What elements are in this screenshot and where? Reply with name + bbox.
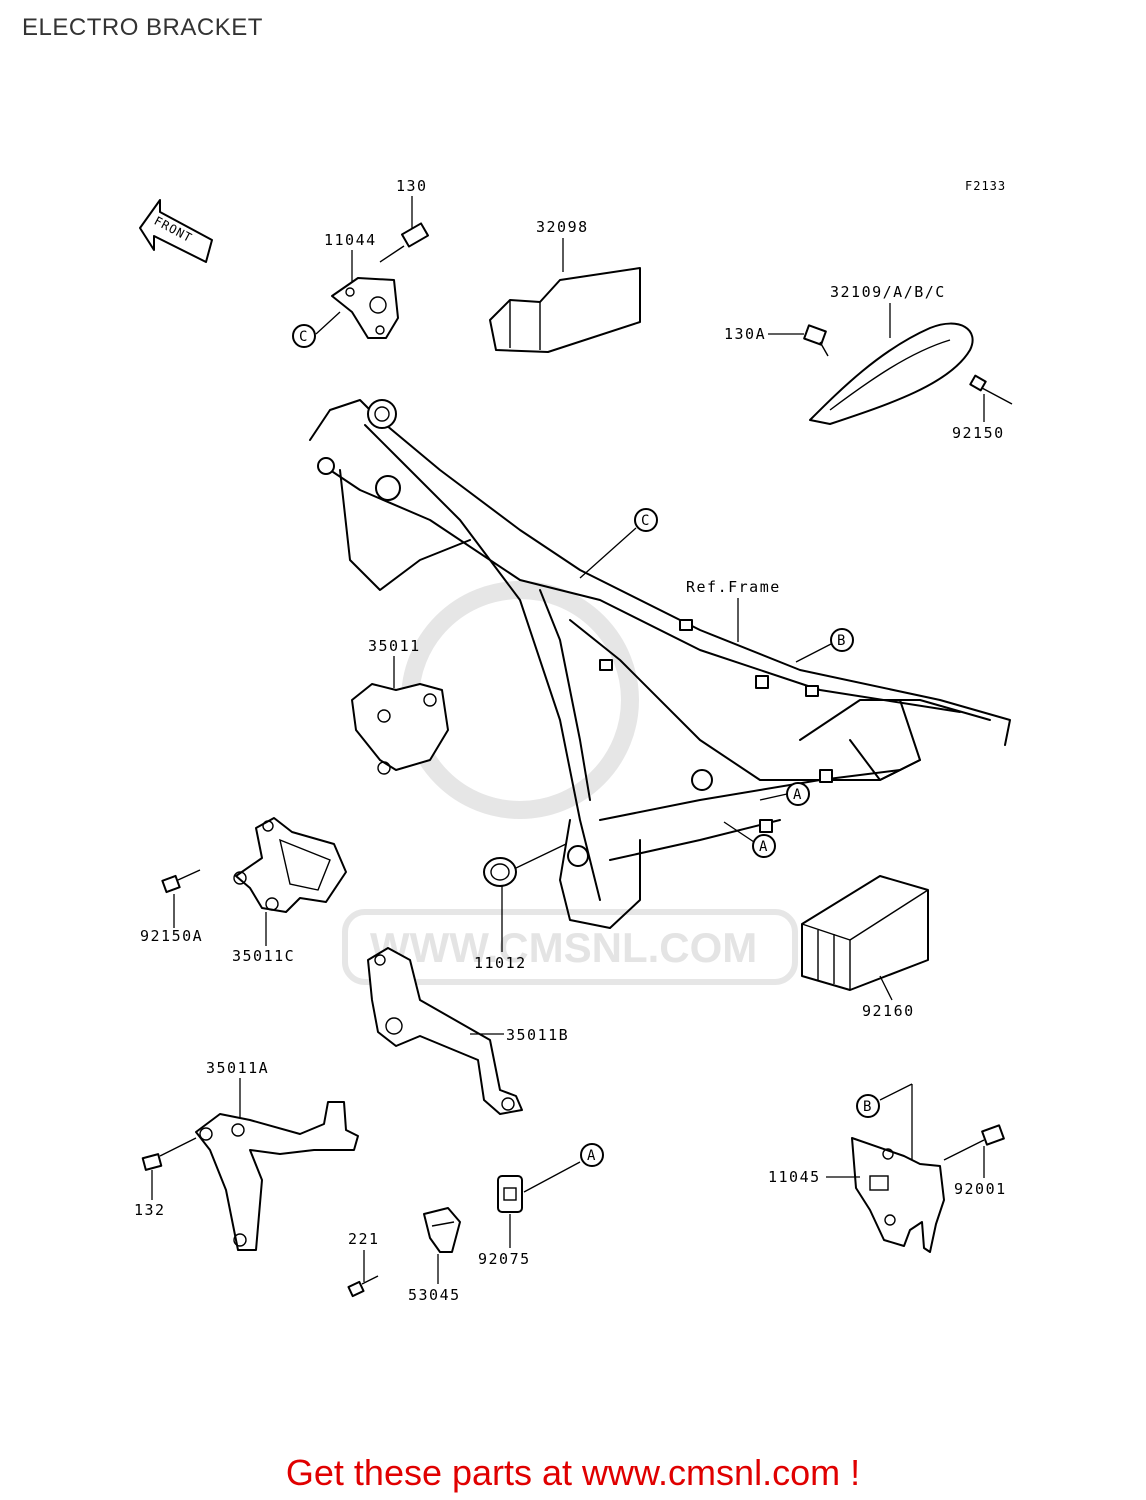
main-frame-icon	[309, 399, 1011, 929]
part-92075-clip-icon	[497, 1175, 523, 1213]
label-92001: 92001	[954, 1180, 1007, 1198]
svg-text:C: C	[641, 513, 649, 529]
part-132-bolt-icon	[141, 1137, 197, 1171]
label-130A: 130A	[724, 325, 766, 343]
svg-text:A: A	[587, 1148, 596, 1164]
footer-link[interactable]: Get these parts at www.cmsnl.com !	[285, 1452, 861, 1493]
callout-c-1: C	[292, 324, 316, 348]
part-221-screw-icon	[347, 1275, 379, 1298]
label-11044: 11044	[324, 231, 377, 249]
callout-a-2: A	[723, 821, 776, 858]
watermark-text: WWW.CMSNL.COM	[370, 924, 757, 971]
label-92160: 92160	[862, 1002, 915, 1020]
part-11045-bracket-icon	[851, 1137, 945, 1253]
part-11044-bracket-icon	[331, 277, 399, 339]
label-92150A: 92150A	[140, 927, 203, 945]
part-32098-cover-icon	[489, 267, 641, 353]
callout-b-1: B	[795, 628, 854, 663]
label-35011A: 35011A	[206, 1059, 269, 1077]
label-35011: 35011	[368, 637, 421, 655]
part-32109-side-cover-icon	[809, 322, 974, 425]
label-53045: 53045	[408, 1286, 461, 1304]
callout-a-3: A	[580, 1143, 604, 1167]
svg-text:B: B	[863, 1099, 871, 1115]
svg-text:B: B	[837, 633, 845, 649]
label-92150: 92150	[952, 424, 1005, 442]
figure-code: F2133	[965, 179, 1006, 193]
part-11012-grommet-icon	[483, 857, 517, 887]
svg-text:C: C	[299, 329, 307, 345]
svg-text:A: A	[759, 839, 768, 855]
part-92001-bolt-icon	[943, 1124, 1005, 1161]
label-11045: 11045	[768, 1168, 821, 1186]
label-32109: 32109/A/B/C	[830, 283, 946, 301]
label-32098: 32098	[536, 218, 589, 236]
part-130A-bolt-icon	[803, 324, 829, 357]
callout-a-1: A	[759, 782, 810, 806]
label-130: 130	[396, 177, 428, 195]
svg-text:A: A	[793, 787, 802, 803]
part-92150-bolt-icon	[969, 374, 1013, 405]
part-35011C-bracket-icon	[233, 817, 347, 913]
label-132: 132	[134, 1201, 166, 1219]
part-92150A-bolt-icon	[161, 869, 201, 894]
part-35011-bracket-icon	[351, 683, 449, 775]
callout-b-2: B	[856, 1094, 880, 1118]
front-arrow-icon: FRONT	[139, 199, 213, 263]
part-130-bolt-icon	[379, 222, 430, 263]
part-53045-clamp-icon	[423, 1207, 461, 1253]
label-35011C: 35011C	[232, 947, 295, 965]
label-35011B: 35011B	[506, 1026, 569, 1044]
label-221: 221	[348, 1230, 380, 1248]
part-92160-battery-case-icon	[801, 875, 929, 991]
part-35011B-bracket-icon	[367, 947, 523, 1115]
part-35011A-bracket-icon	[195, 1101, 359, 1251]
label-ref-frame: Ref.Frame	[686, 578, 781, 596]
label-92075: 92075	[478, 1250, 531, 1268]
callout-c-2: C	[579, 508, 658, 579]
label-11012: 11012	[474, 954, 527, 972]
page-title: ELECTRO BRACKET	[22, 14, 263, 41]
